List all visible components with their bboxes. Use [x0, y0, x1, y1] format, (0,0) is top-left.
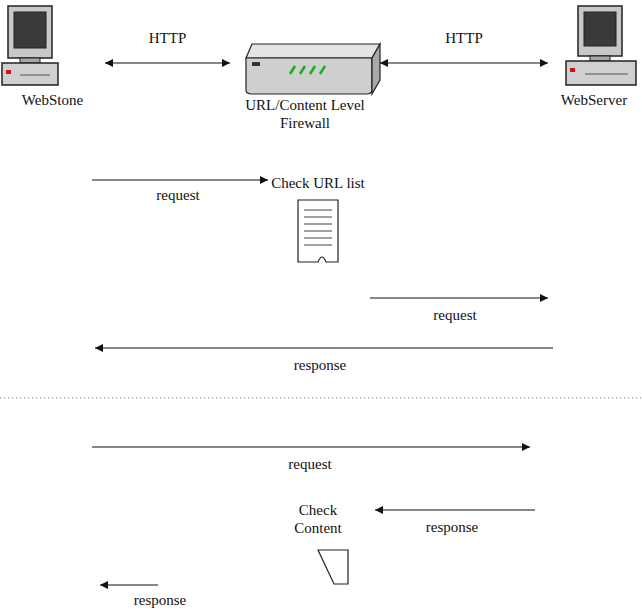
http-connector [380, 62, 548, 63]
message-label: response [132, 591, 189, 609]
message-label: request [286, 455, 333, 473]
node-label: URL/Content Level Firewall [230, 96, 380, 132]
client-node: WebStone [0, 5, 105, 109]
http-connector [105, 62, 230, 63]
message-label: request [154, 186, 201, 204]
message-label: request [431, 306, 478, 324]
server-node: WebServer [548, 5, 640, 109]
firewall-node: URL/Content Level Firewall [230, 30, 380, 132]
response-arrow [375, 509, 535, 510]
request-arrow [370, 297, 548, 298]
node-label: WebServer [548, 91, 640, 109]
node-label: WebStone [0, 91, 105, 109]
response-arrow [100, 584, 158, 585]
url-list-document [298, 200, 338, 262]
step-label: Check Content [280, 501, 356, 537]
content-check-symbol [318, 550, 348, 584]
request-arrow [92, 179, 268, 180]
step-label: Check URL list [269, 174, 367, 192]
message-label: response [292, 356, 349, 374]
server-computer-icon [566, 6, 636, 85]
separator-line [0, 398, 642, 399]
protocol-label: HTTP [443, 29, 485, 47]
firewall-appliance-icon [246, 44, 380, 94]
protocol-label: HTTP [147, 29, 189, 47]
request-arrow [92, 446, 530, 447]
message-label: response [424, 518, 481, 536]
response-arrow [95, 347, 553, 348]
client-computer-icon [2, 6, 58, 85]
